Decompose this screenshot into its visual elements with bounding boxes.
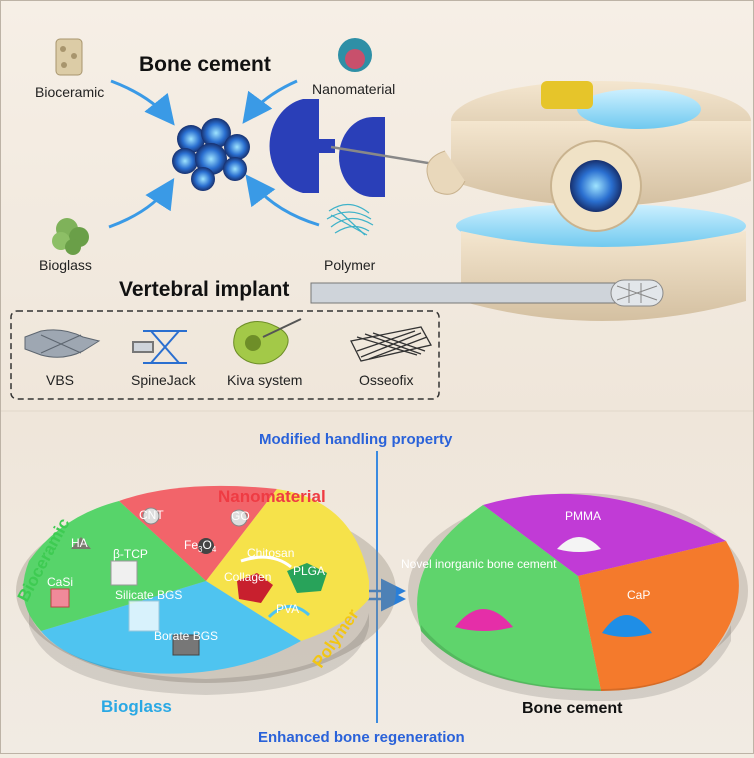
balloon-tamp-icon [310, 279, 664, 307]
bioglass-label: Bioglass [39, 257, 92, 273]
vertebral-implant-title: Vertebral implant [119, 278, 289, 301]
implant-box [10, 310, 440, 400]
bone-cement-title: Bone cement [139, 53, 271, 76]
item-plga: PLGA [293, 564, 325, 578]
novel-powder-icon [455, 609, 513, 631]
item-casi: CaSi [47, 575, 73, 589]
item-btcp: β-TCP [113, 547, 148, 561]
item-novel-inorganic: Novel inorganic bone cement [401, 557, 557, 571]
item-pva: PVA [276, 602, 299, 616]
item-borate-bgs: Borate BGS [154, 629, 218, 643]
pmma-powder-icon [557, 537, 601, 552]
silicate-bgs-cube-icon [128, 600, 160, 632]
kiva-system-icon [233, 318, 302, 365]
sector-pmma [483, 493, 726, 576]
sector-label-nanomaterial: Nanomaterial [218, 487, 326, 506]
sector-novel-inorganic [417, 505, 601, 691]
item-silicate-bgs: Silicate BGS [115, 588, 182, 602]
nanomaterial-label: Nanomaterial [312, 81, 395, 97]
implant-vbs-label: VBS [46, 372, 74, 388]
ha-crystal-icon [71, 537, 91, 549]
item-go: GO [231, 509, 250, 523]
implant-spinejack-label: SpineJack [131, 372, 197, 388]
vertebra-illustration [426, 81, 751, 321]
enhanced-regeneration-label: Enhanced bone regeneration [258, 729, 465, 746]
bioglass-cluster-icon [52, 218, 89, 255]
plga-gem-icon [287, 563, 327, 593]
bioceramic-label: Bioceramic [35, 84, 104, 100]
modified-handling-label: Modified handling property [259, 431, 453, 448]
polymer-label: Polymer [324, 257, 376, 273]
right-disc-title: Bone cement [522, 700, 623, 717]
item-cap: CaP [627, 588, 650, 602]
nanomaterial-particle-icon [338, 38, 372, 72]
implant-osseofix-label: Osseofix [359, 372, 413, 388]
bioceramic-scaffold-icon [55, 38, 83, 76]
cnt-ball-icon [142, 507, 160, 525]
composition-disc [16, 485, 396, 695]
vbs-stent-icon [24, 329, 101, 358]
casi-scaffold-icon [50, 588, 70, 608]
item-collagen: Collagen [224, 570, 271, 584]
btcp-scaffold-icon [110, 560, 138, 586]
item-ha: HA [71, 536, 88, 550]
item-fe3o4: Fe3O4 [184, 538, 217, 554]
sector-bioglass [41, 581, 301, 674]
collagen-gem-icon [237, 573, 273, 603]
chitosan-fiber-icon [240, 555, 292, 569]
implant-kiva-label: Kiva system [227, 372, 302, 388]
go-ball-icon [230, 509, 248, 527]
polymer-fiber-icon [326, 203, 374, 236]
bone-cement-disc [408, 493, 748, 701]
bone-cement-cluster-icon [172, 118, 250, 191]
borate-bgs-block-icon [172, 634, 200, 656]
sector-cap [578, 541, 739, 691]
spinejack-icon [132, 330, 187, 364]
cap-powder-icon [602, 615, 652, 637]
item-cnt: CNT [139, 508, 164, 522]
pva-fiber-icon [267, 605, 311, 619]
item-chitosan: Chitosan [247, 546, 294, 560]
sector-label-bioglass: Bioglass [101, 697, 172, 716]
item-pmma: PMMA [565, 509, 601, 523]
convergence-arrows [108, 79, 320, 229]
osseofix-mesh-icon [350, 326, 432, 362]
fe3o4-ball-icon [198, 538, 214, 554]
